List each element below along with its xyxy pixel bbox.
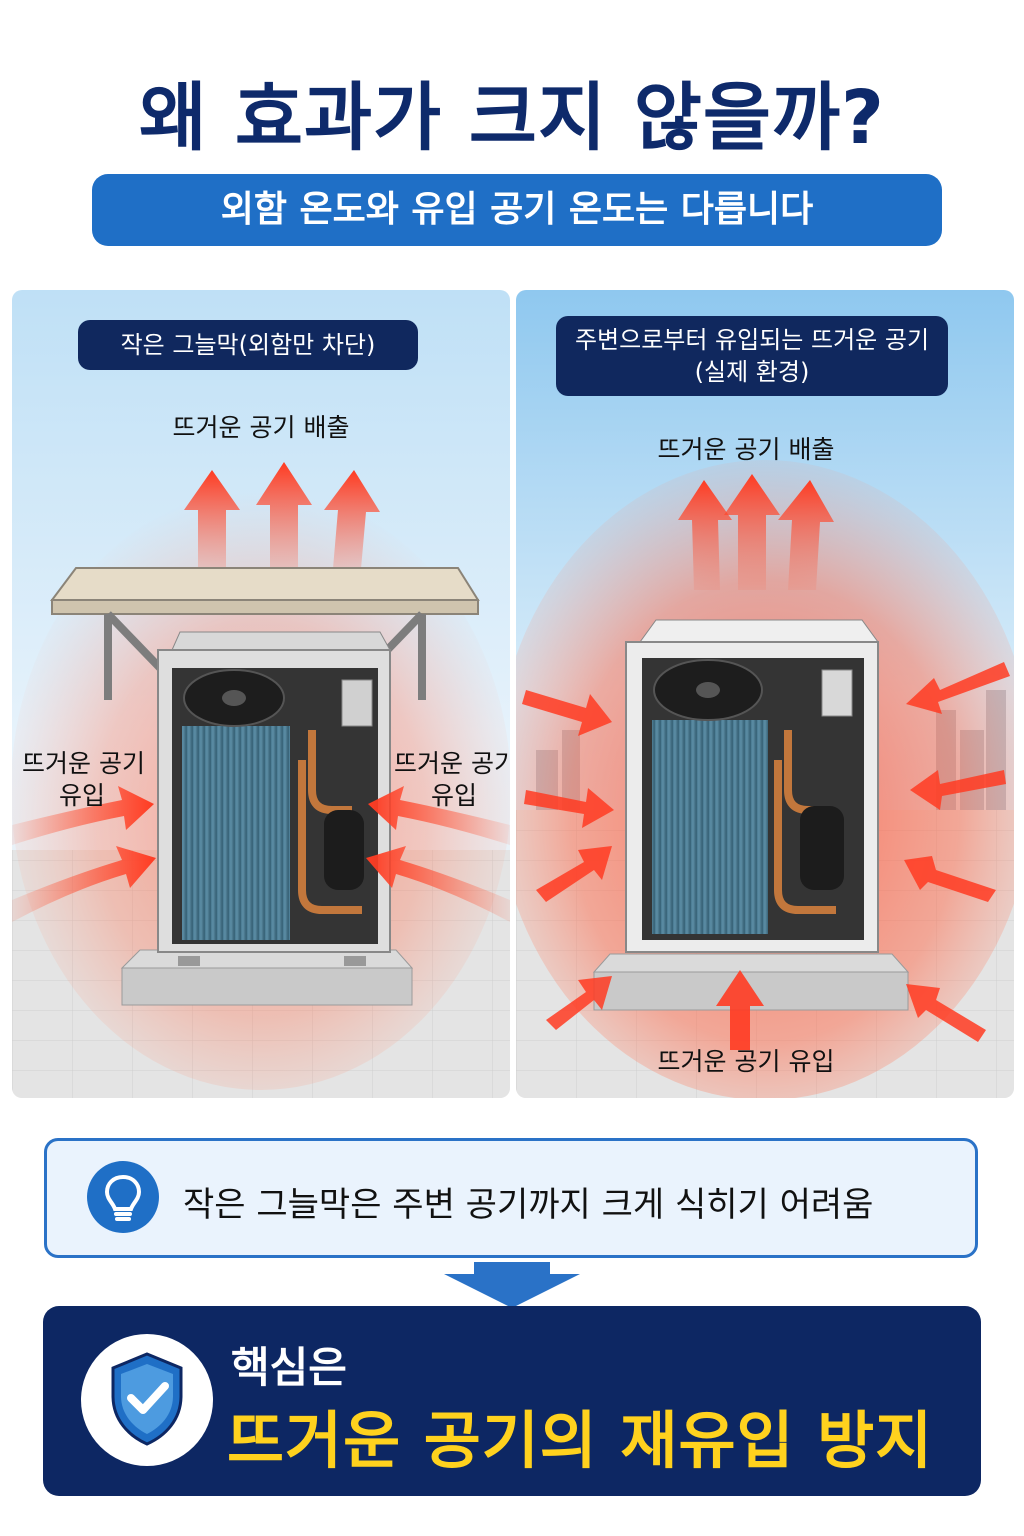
down-arrow-icon [444,1262,580,1308]
ac-unit [625,619,879,953]
left-panel-illustration [12,290,510,1098]
right-panel-real-environment: 주변으로부터 유입되는 뜨거운 공기 (실제 환경) 뜨거운 공기 배출 뜨거운… [516,290,1014,1098]
exhaust-arrows [678,474,834,590]
info-box: 작은 그늘막은 주변 공기까지 크게 식히기 어려움 [44,1138,978,1258]
right-exhaust-label: 뜨거운 공기 배출 [657,435,835,464]
lightbulb-icon [87,1161,159,1233]
inflow-arrows-left [12,786,156,922]
page-title: 왜 효과가 크지 않을까? [139,75,885,161]
left-panel-small-shade: 작은 그늘막(외함만 차단) 뜨거운 공기 배출 뜨거운 공기 유입 뜨거운 공… [12,290,510,1098]
shield-check-icon [81,1334,213,1466]
ac-unit [157,631,391,966]
key-main-message: 뜨거운 공기의 재유입 방지 [227,1404,934,1477]
right-panel-illustration [516,290,1014,1098]
info-text: 작은 그늘막은 주변 공기까지 크게 식히기 어려움 [183,1185,874,1225]
left-inflow-label-left: 뜨거운 공기 유입 [22,749,145,810]
key-conclusion-box: 핵심은 뜨거운 공기의 재유입 방지 [43,1306,981,1496]
left-exhaust-label: 뜨거운 공기 배출 [172,413,350,442]
exhaust-arrows [184,462,380,580]
left-panel-tag: 작은 그늘막(외함만 차단) [78,320,418,370]
inflow-arrows-right [366,786,510,922]
right-inflow-bottom-label: 뜨거운 공기 유입 [657,1047,835,1076]
inflow-arrows [522,662,1010,1050]
left-inflow-label-right: 뜨거운 공기 유입 [394,749,510,810]
right-panel-tag: 주변으로부터 유입되는 뜨거운 공기 (실제 환경) [556,316,948,396]
key-label: 핵심은 [231,1343,347,1392]
subtitle-banner: 외함 온도와 유입 공기 온도는 다릅니다 [92,174,942,246]
